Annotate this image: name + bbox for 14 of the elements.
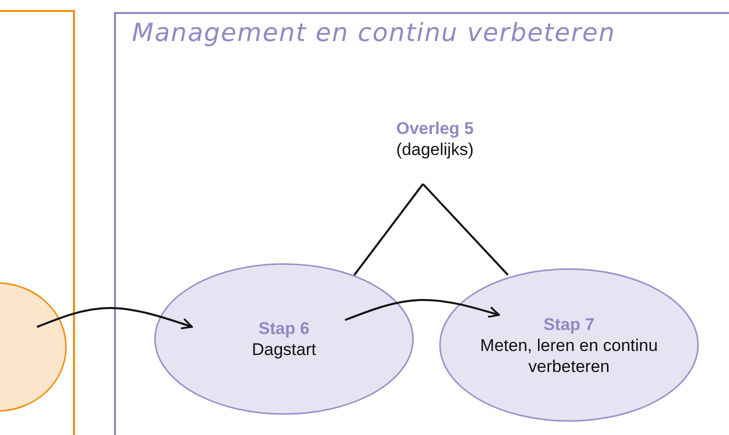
step-heading: Overleg 5 xyxy=(396,118,474,139)
arrow xyxy=(344,298,500,321)
panel-frame xyxy=(114,12,729,435)
step-heading: Stap 7 xyxy=(543,314,595,334)
step-heading: Stap 6 xyxy=(258,318,310,339)
step-description: (dagelijks) xyxy=(396,139,474,160)
connector-line xyxy=(422,183,509,276)
step-description: Dagstart xyxy=(252,339,316,360)
arrow xyxy=(36,307,193,330)
process-ellipse xyxy=(154,263,414,415)
panel-title: Management en continu verbeteren xyxy=(132,18,616,47)
step-description: Meten, leren en continu verbeteren xyxy=(479,334,659,376)
process-ellipse xyxy=(439,268,699,422)
connector-line xyxy=(353,183,424,276)
